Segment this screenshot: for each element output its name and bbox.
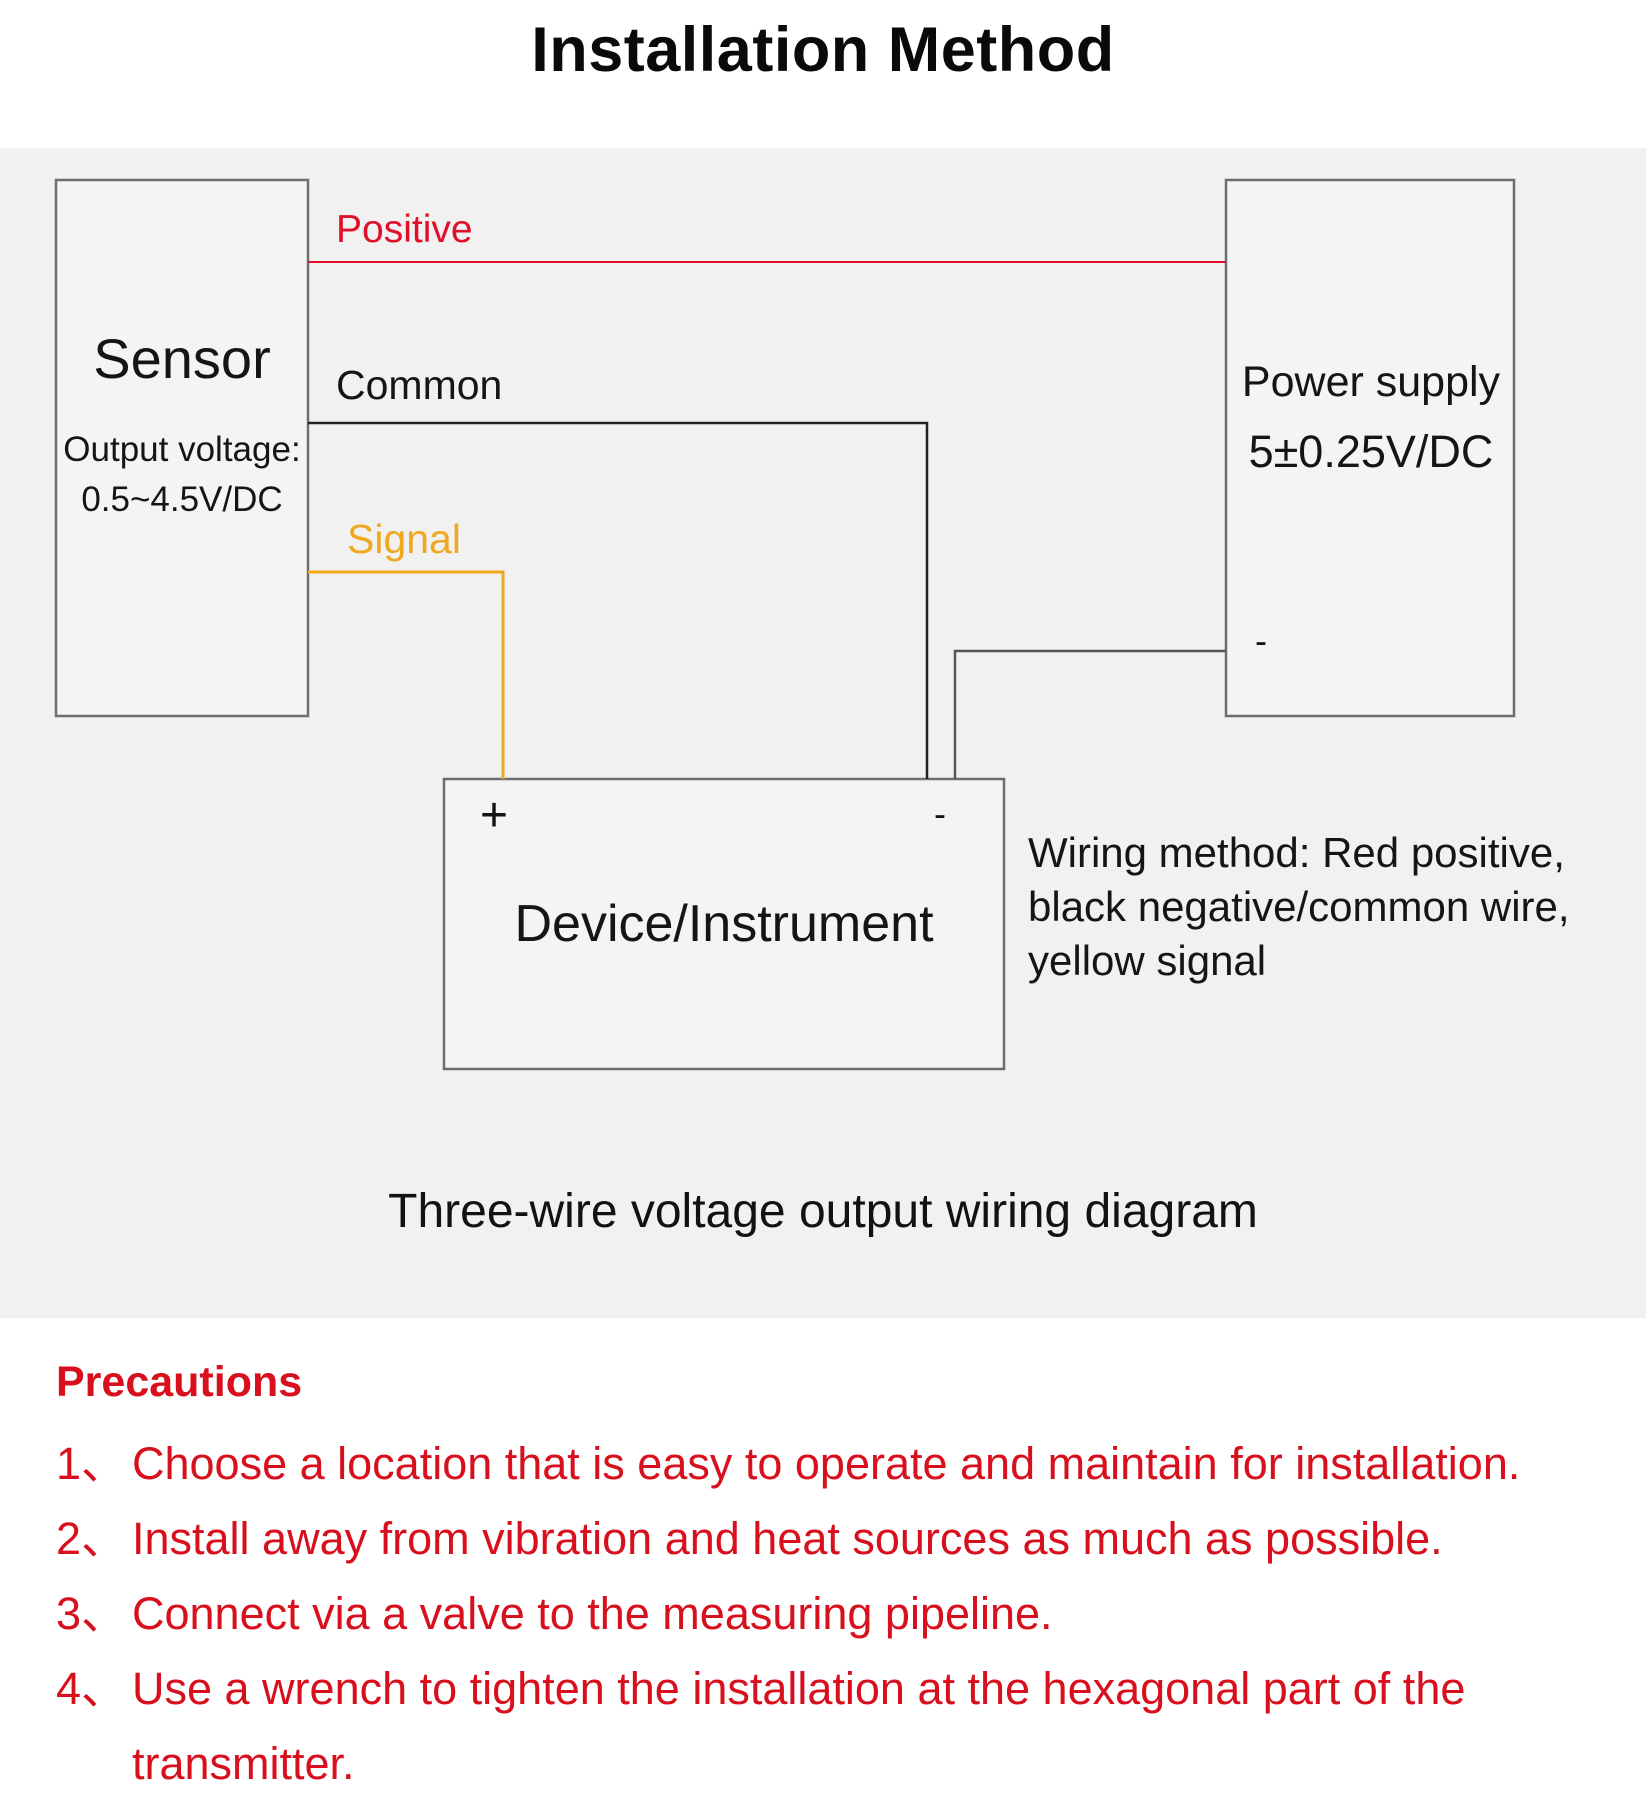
device-minus-terminal: - (934, 793, 946, 834)
power-supply-box (1224, 178, 1516, 718)
precautions-title: Precautions (56, 1358, 303, 1406)
sensor-output-value: 0.5~4.5V/DC (81, 480, 283, 519)
signal-wire (308, 570, 505, 779)
device-box (442, 777, 1006, 1071)
common-wire-label: Common (336, 362, 503, 408)
precaution-text: Install away from vibration and heat sou… (132, 1513, 1443, 1564)
sensor-box (54, 178, 310, 718)
precaution-number: 2、 (56, 1513, 127, 1564)
negative-wire (953, 649, 1226, 779)
precaution-number: 4、 (56, 1663, 127, 1714)
power-supply-minus-terminal: - (1255, 620, 1267, 661)
precaution-text: Choose a location that is easy to operat… (132, 1438, 1521, 1489)
power-supply-value: 5±0.25V/DC (1248, 426, 1494, 477)
precaution-item: 4、 Use a wrench to tighten the installat… (56, 1651, 1636, 1801)
positive-wire-label: Positive (336, 208, 473, 251)
sensor-title: Sensor (93, 327, 271, 390)
precaution-number: 1、 (56, 1438, 127, 1489)
page-title: Installation Method (531, 15, 1115, 85)
common-wire (308, 421, 929, 779)
precaution-item: 1、 Choose a location that is easy to ope… (56, 1426, 1636, 1501)
diagram-caption: Three-wire voltage output wiring diagram (388, 1185, 1258, 1238)
power-supply-title: Power supply (1241, 358, 1501, 406)
sensor-output-label: Output voltage: (63, 430, 301, 469)
precaution-item: 3、 Connect via a valve to the measuring … (56, 1576, 1636, 1651)
precaution-text: Connect via a valve to the measuring pip… (132, 1588, 1053, 1639)
wiring-method-note: Wiring method: Red positive, black negat… (1028, 829, 1570, 984)
precaution-text: Use a wrench to tighten the installation… (132, 1663, 1466, 1789)
wiring-diagram: Sensor Output voltage: 0.5~4.5V/DC Posit… (0, 148, 1646, 1318)
device-plus-terminal: + (480, 789, 509, 842)
wiring-diagram-canvas (54, 178, 1516, 1071)
precaution-number: 3、 (56, 1588, 127, 1639)
signal-wire-label: Signal (347, 516, 461, 562)
precaution-item: 2、 Install away from vibration and heat … (56, 1501, 1636, 1576)
device-title: Device/Instrument (514, 895, 934, 953)
